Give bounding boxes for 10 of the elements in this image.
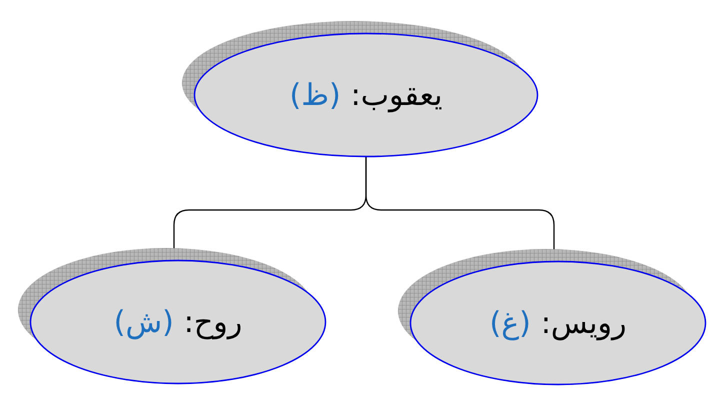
letter-label: (غ) <box>490 306 531 340</box>
name-label: رويس: <box>540 306 626 340</box>
name-label: يعقوب: <box>350 78 443 112</box>
ellipse-node <box>18 248 327 385</box>
connector-line <box>365 157 555 250</box>
ellipse-node <box>182 21 539 158</box>
letter-label: (ظ) <box>290 78 341 112</box>
ellipse-node <box>398 249 707 386</box>
letter-label: (ش) <box>114 304 174 340</box>
name-label: روح: <box>184 304 242 340</box>
